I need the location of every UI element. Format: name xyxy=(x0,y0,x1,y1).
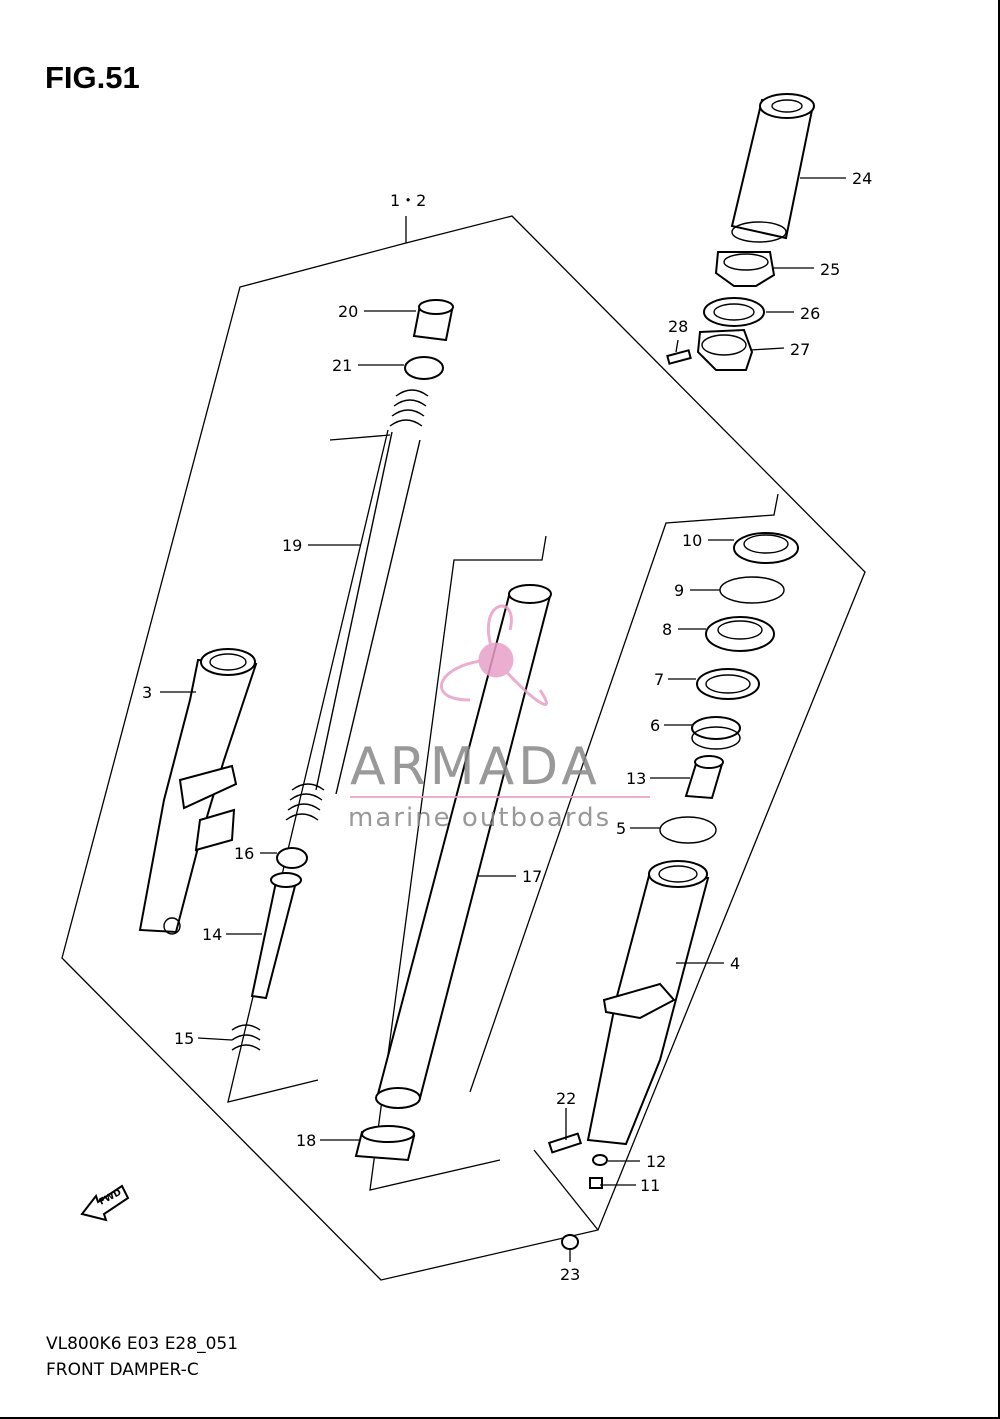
part-14-rod xyxy=(250,872,302,1000)
callout-labels: 1・2 24 25 26 27 28 20 21 19 3 16 14 15 1… xyxy=(142,169,872,1284)
watermark-brand: ARMADA xyxy=(350,737,601,797)
callout-20: 20 xyxy=(338,302,358,321)
callout-15: 15 xyxy=(174,1029,194,1048)
callout-16: 16 xyxy=(234,844,254,863)
callout-21: 21 xyxy=(332,356,352,375)
diagram-caption: FRONT DAMPER-C xyxy=(46,1360,199,1380)
fwd-arrow-icon: FWD xyxy=(80,1184,130,1222)
callout-27: 27 xyxy=(790,340,810,359)
inner-frame-damper-rod xyxy=(369,535,547,1191)
callout-25: 25 xyxy=(820,260,840,279)
callout-6: 6 xyxy=(650,716,660,735)
part-9-stopper-ring xyxy=(719,576,785,604)
callout-5: 5 xyxy=(616,819,626,838)
part-15-spring xyxy=(231,1024,261,1051)
callout-4: 4 xyxy=(730,954,740,973)
part-18-bushing xyxy=(354,1125,416,1162)
part-11-screw xyxy=(589,1177,603,1189)
part-22-bolt xyxy=(547,1132,583,1154)
figure-title: FIG.51 xyxy=(45,60,140,95)
callout-24: 24 xyxy=(852,169,872,188)
part-17-inner-tube xyxy=(375,584,552,1109)
part-4-outer-tube-right xyxy=(586,860,710,1146)
callout-10: 10 xyxy=(682,531,702,550)
part-10-dust-seal xyxy=(733,532,799,564)
callout-7: 7 xyxy=(654,670,664,689)
callout-12: 12 xyxy=(646,1152,666,1171)
inner-frame-spring-group xyxy=(227,429,389,1103)
part-5-ring xyxy=(659,816,717,844)
part-25-nut xyxy=(714,251,776,287)
callout-14: 14 xyxy=(202,925,222,944)
watermark-tagline: marine outboards xyxy=(348,803,611,833)
part-21-o-ring xyxy=(404,356,444,380)
callout-28: 28 xyxy=(668,317,688,336)
inner-frame-left xyxy=(329,434,391,441)
propeller-logo-icon xyxy=(439,604,548,706)
part-12-washer xyxy=(592,1154,608,1166)
callout-13: 13 xyxy=(626,769,646,788)
part-23-plug xyxy=(561,1234,579,1250)
part-13-slide-bush xyxy=(684,755,724,800)
callout-18: 18 xyxy=(296,1131,316,1150)
callout-17: 17 xyxy=(522,867,542,886)
part-24-tube xyxy=(730,93,815,243)
part-16-ring xyxy=(276,847,308,869)
callout-19: 19 xyxy=(282,536,302,555)
callout-26: 26 xyxy=(800,304,820,323)
model-code: VL800K6 E03 E28_051 xyxy=(46,1334,239,1354)
part-26-washer xyxy=(703,297,765,327)
part-7-washer xyxy=(696,668,760,700)
callout-22: 22 xyxy=(556,1089,576,1108)
part-3-outer-tube-left xyxy=(138,648,258,935)
part-19-spring xyxy=(285,389,429,821)
part-6-guide-bush xyxy=(691,716,741,750)
part-20-cap-bolt xyxy=(412,299,454,342)
callout-8: 8 xyxy=(662,620,672,639)
callout-9: 9 xyxy=(674,581,684,600)
part-27-clamp xyxy=(696,328,754,371)
callout-23: 23 xyxy=(560,1265,580,1284)
callout-11: 11 xyxy=(640,1176,660,1195)
callout-3: 3 xyxy=(142,683,152,702)
leader-lines xyxy=(160,177,846,1262)
armada-watermark: ARMADA marine outboards xyxy=(348,604,650,833)
callout-1-2: 1・2 xyxy=(390,191,426,210)
inner-frame-seals xyxy=(469,493,779,1093)
part-8-oil-seal xyxy=(705,616,775,652)
assembly-frame-1-2 xyxy=(61,215,866,1281)
part-28-bolt xyxy=(666,349,692,365)
